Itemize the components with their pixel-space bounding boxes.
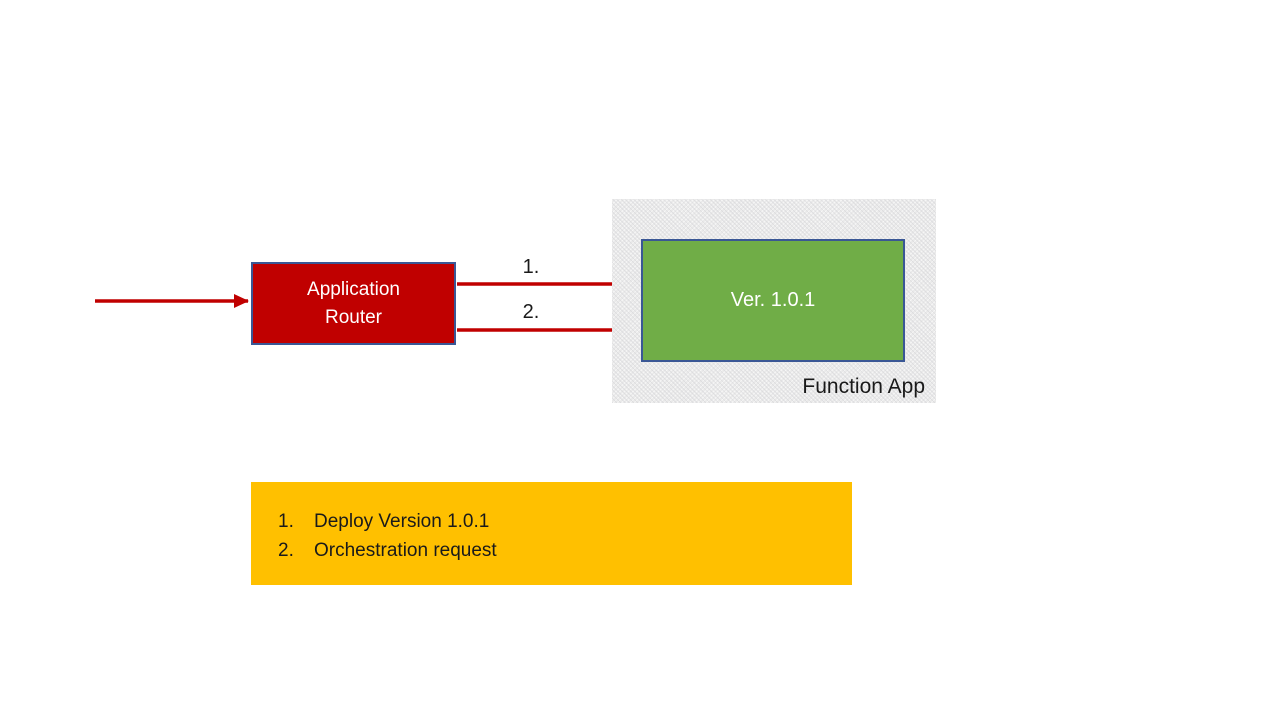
legend-item-number: 1. <box>278 511 294 532</box>
legend-item: 1. Deploy Version 1.0.1 <box>278 507 852 536</box>
function-app-label: Function App <box>802 375 925 398</box>
legend-item: 2. Orchestration request <box>278 536 852 565</box>
function-app-container: Ver. 1.0.1 Function App <box>612 199 936 403</box>
application-router-box: Application Router <box>251 262 456 345</box>
legend-item-text: Orchestration request <box>314 540 497 561</box>
application-router-label-line1: Application <box>307 278 400 300</box>
legend-box: 1. Deploy Version 1.0.1 2. Orchestration… <box>251 482 852 585</box>
legend-item-text: Deploy Version 1.0.1 <box>314 511 490 532</box>
application-router-label-line2: Router <box>324 306 383 328</box>
version-box: Ver. 1.0.1 <box>641 239 905 362</box>
orchestration-arrow-label: 2. <box>522 301 540 323</box>
version-label: Ver. 1.0.1 <box>730 289 816 311</box>
deploy-arrow-label: 1. <box>522 256 540 278</box>
legend-item-number: 2. <box>278 540 294 561</box>
